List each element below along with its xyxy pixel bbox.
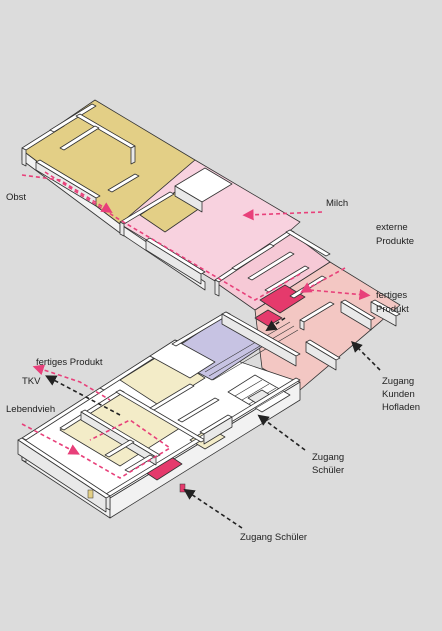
wall [21,147,27,167]
student-access-arrow-mid [257,414,306,451]
wall [264,265,310,293]
wall [17,439,107,513]
wall [149,339,216,379]
customer-access-arrow [351,341,381,371]
labels: Obst Milch externe Produkte fertiges Pro… [6,192,420,543]
wall [177,397,220,423]
milk-flow-arrow [242,209,323,221]
label-zugang-schueler-mid-1: Zugang [312,452,344,463]
wall [49,103,97,133]
label-produkt-right: Produkt [376,304,409,315]
wall [104,439,135,458]
staircase [227,374,291,413]
finished-product-arrow-right [309,288,371,301]
side-door [87,489,94,499]
fruit-flow-arrow [21,174,113,213]
main-product-flow [44,171,301,301]
wall [145,239,202,285]
wall [285,229,331,257]
label-zugang-kunden-2: Kunden [382,389,415,400]
tkv-flow-arrow [45,375,121,416]
lower-wing [17,311,301,519]
wall [247,251,295,281]
wall [130,145,136,165]
label-fertiges-produkt-left: fertiges Produkt [36,357,103,368]
wall [203,416,233,445]
livestock-flow-arrow [21,423,80,455]
label-zugang-schueler-bottom: Zugang Schüler [240,532,307,543]
label-zugang-kunden-3: Hofladen [382,402,420,413]
label-fertiges-right: fertiges [376,290,407,301]
wall [115,389,206,443]
shop-shelf [340,301,372,331]
shop-access-arrow [265,317,286,332]
label-zugang-kunden-1: Zugang [382,376,414,387]
shop-shelf [370,301,397,327]
flow-arrows [21,171,381,529]
finished-product-room-small [254,309,283,327]
label-obst: Obst [6,192,26,203]
wall [221,313,297,367]
label-externe: externe [376,222,408,233]
wall [59,125,100,151]
wall [149,383,195,411]
label-tkv: TKV [22,376,41,387]
finished-product-arrow-left [32,364,111,401]
wall [214,279,220,297]
finished-product-room [259,284,306,314]
shop-shelf [299,319,305,331]
wall [119,221,125,237]
label-milch: Milch [326,198,348,209]
school-entrance-door [179,483,186,493]
wall [231,243,275,271]
wall [107,173,140,193]
label-lebendvieh: Lebendvieh [6,404,55,415]
external-products-arrow [300,267,346,293]
shop-shelf [305,341,337,371]
student-access-arrow-bottom [183,488,243,529]
label-produkte: Produkte [376,236,414,247]
label-zugang-schueler-mid-2: Schüler [312,465,344,476]
wall [174,185,203,213]
